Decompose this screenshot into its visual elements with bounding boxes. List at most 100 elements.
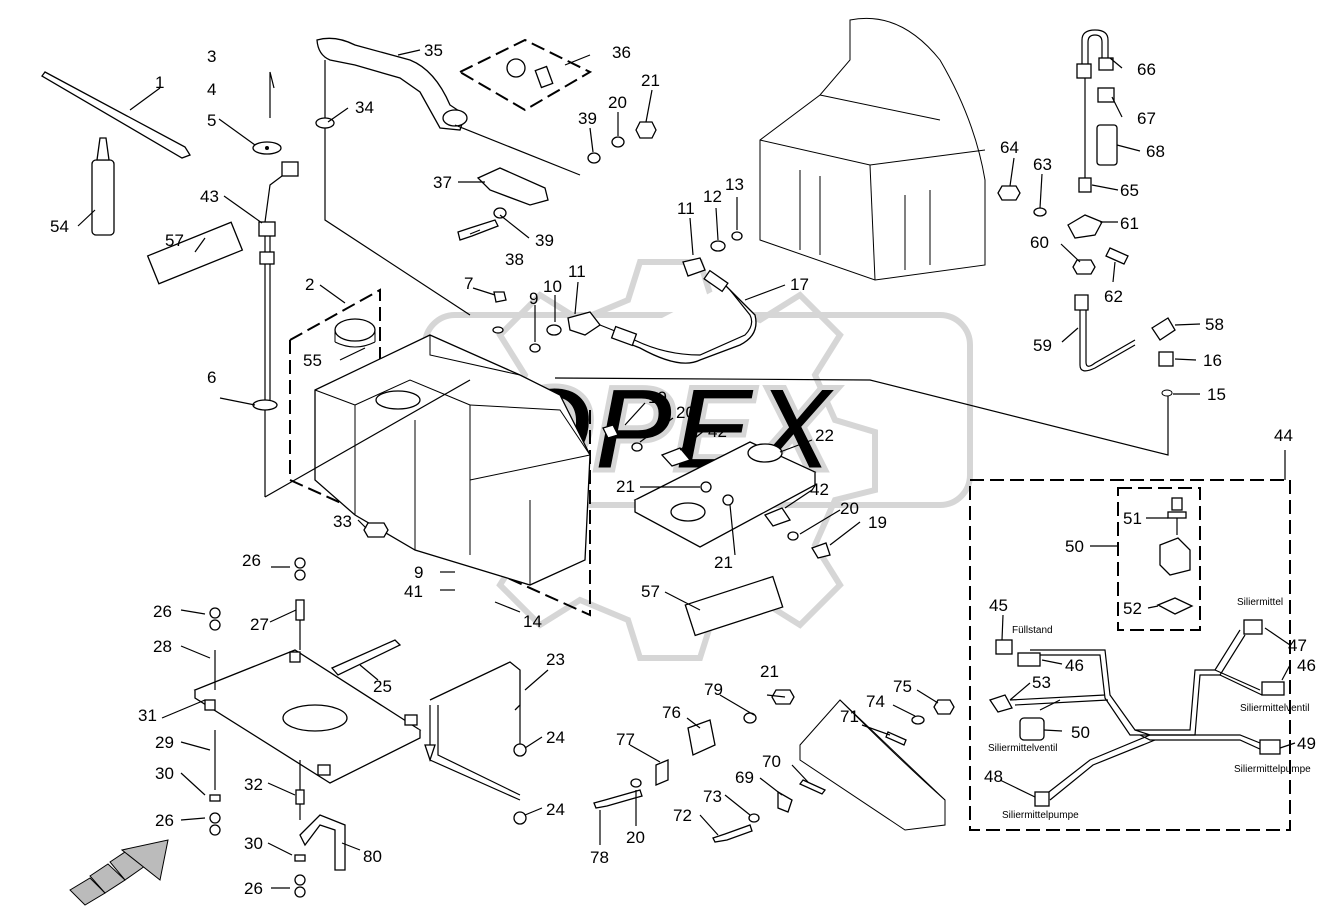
callout-33: 33 bbox=[333, 512, 352, 531]
callout-42-bottom: 42 bbox=[810, 480, 829, 499]
callout-41: 41 bbox=[404, 582, 423, 601]
callout-49: 49 bbox=[1297, 734, 1316, 753]
callout-47: 47 bbox=[1288, 636, 1307, 655]
bracket-37 bbox=[457, 121, 657, 241]
callout-75: 75 bbox=[893, 677, 912, 696]
callout-67: 67 bbox=[1137, 109, 1156, 128]
callout-20-right: 20 bbox=[840, 499, 859, 518]
callout-50-top: 50 bbox=[1065, 537, 1084, 556]
step-plate-outline bbox=[799, 699, 946, 831]
callout-44: 44 bbox=[1274, 426, 1293, 445]
callout-26-b: 26 bbox=[153, 602, 172, 621]
mounting-frame-31 bbox=[193, 639, 527, 825]
callout-69: 69 bbox=[735, 768, 754, 787]
callout-12: 12 bbox=[703, 187, 722, 206]
callout-78: 78 bbox=[590, 848, 609, 867]
callout-35: 35 bbox=[424, 41, 443, 60]
callout-21-top: 21 bbox=[641, 71, 660, 90]
parts-69-80 bbox=[593, 689, 955, 843]
callout-28: 28 bbox=[153, 637, 172, 656]
callout-53: 53 bbox=[1032, 673, 1051, 692]
callout-57-left: 57 bbox=[165, 231, 184, 250]
callout-24-b: 24 bbox=[546, 800, 565, 819]
callout-31: 31 bbox=[138, 706, 157, 725]
callout-52: 52 bbox=[1123, 599, 1142, 618]
callout-63: 63 bbox=[1033, 155, 1052, 174]
callout-11-left: 11 bbox=[568, 262, 586, 281]
callout-46-right: 46 bbox=[1297, 656, 1316, 675]
callout-80: 80 bbox=[363, 847, 382, 866]
callout-73: 73 bbox=[703, 787, 722, 806]
callout-57-right: 57 bbox=[641, 582, 660, 601]
callout-64: 64 bbox=[1000, 138, 1019, 157]
callout-71: 71 bbox=[840, 707, 859, 726]
machine-frame-outline bbox=[759, 17, 986, 281]
callout-58: 58 bbox=[1205, 315, 1224, 334]
callout-20-top: 20 bbox=[608, 93, 627, 112]
callout-39-upper: 39 bbox=[578, 109, 597, 128]
level-sensor bbox=[252, 141, 471, 498]
callout-9-bottom: 9 bbox=[414, 563, 423, 582]
cable-tie bbox=[41, 71, 191, 159]
callout-30-b: 30 bbox=[244, 834, 263, 853]
callout-11-right: 11 bbox=[677, 199, 695, 218]
callout-26-d: 26 bbox=[244, 879, 263, 898]
callout-17: 17 bbox=[790, 275, 809, 294]
callout-15: 15 bbox=[1207, 385, 1226, 404]
callout-65: 65 bbox=[1120, 181, 1139, 200]
callout-9-top: 9 bbox=[529, 289, 538, 308]
callout-21-bottom: 21 bbox=[714, 553, 733, 572]
callout-60: 60 bbox=[1030, 233, 1049, 252]
label-fuellstand: Füllstand bbox=[1012, 625, 1053, 636]
callout-54: 54 bbox=[50, 217, 69, 236]
label-siliermittelventil-left: Siliermittelventil bbox=[988, 743, 1057, 754]
callout-36: 36 bbox=[612, 43, 631, 62]
callout-21-mid: 21 bbox=[616, 477, 635, 496]
callout-38: 38 bbox=[505, 250, 524, 269]
callout-22: 22 bbox=[815, 426, 834, 445]
label-siliermittelpumpe-left: Siliermittelpumpe bbox=[1002, 810, 1079, 821]
leader-line-15 bbox=[554, 377, 1169, 456]
callout-2: 2 bbox=[305, 275, 314, 294]
harness-module-44 bbox=[969, 450, 1291, 831]
label-siliermittelventil-right: Siliermittelventil bbox=[1240, 703, 1309, 714]
callout-26-c: 26 bbox=[155, 811, 174, 830]
callout-24-a: 24 bbox=[546, 728, 565, 747]
callout-23: 23 bbox=[546, 650, 565, 669]
label-siliermittel: Siliermittel bbox=[1237, 597, 1283, 608]
callout-37: 37 bbox=[433, 173, 452, 192]
callout-14: 14 bbox=[523, 612, 542, 631]
callout-79: 79 bbox=[704, 680, 723, 699]
fittings-9-13 bbox=[492, 231, 743, 353]
hose-17 bbox=[599, 269, 757, 364]
callout-34: 34 bbox=[355, 98, 374, 117]
callout-39-lower: 39 bbox=[535, 231, 554, 250]
callout-19-right: 19 bbox=[868, 513, 887, 532]
callout-1: 1 bbox=[155, 73, 164, 92]
callout-16: 16 bbox=[1203, 351, 1222, 370]
callout-76: 76 bbox=[662, 703, 681, 722]
callout-7: 7 bbox=[464, 274, 473, 293]
studs-and-washers bbox=[209, 557, 346, 898]
callout-43: 43 bbox=[200, 187, 219, 206]
tank-assembly bbox=[289, 288, 591, 617]
callout-70: 70 bbox=[762, 752, 781, 771]
callout-13: 13 bbox=[725, 175, 744, 194]
pad-57-right bbox=[684, 575, 784, 637]
callout-30-a: 30 bbox=[155, 764, 174, 783]
callout-50-bottom: 50 bbox=[1071, 723, 1090, 742]
tray-22 bbox=[602, 424, 831, 559]
callout-26-a: 26 bbox=[242, 551, 261, 570]
callout-55: 55 bbox=[303, 351, 322, 370]
callout-29: 29 bbox=[155, 733, 174, 752]
callout-77: 77 bbox=[616, 730, 635, 749]
callout-25: 25 bbox=[373, 677, 392, 696]
callout-21-lower: 21 bbox=[760, 662, 779, 681]
sealant-tube bbox=[91, 137, 115, 236]
callout-68: 68 bbox=[1146, 142, 1165, 161]
cap-kit bbox=[457, 38, 593, 112]
callout-62: 62 bbox=[1104, 287, 1123, 306]
callout-61: 61 bbox=[1120, 214, 1139, 233]
direction-arrow bbox=[69, 839, 169, 906]
